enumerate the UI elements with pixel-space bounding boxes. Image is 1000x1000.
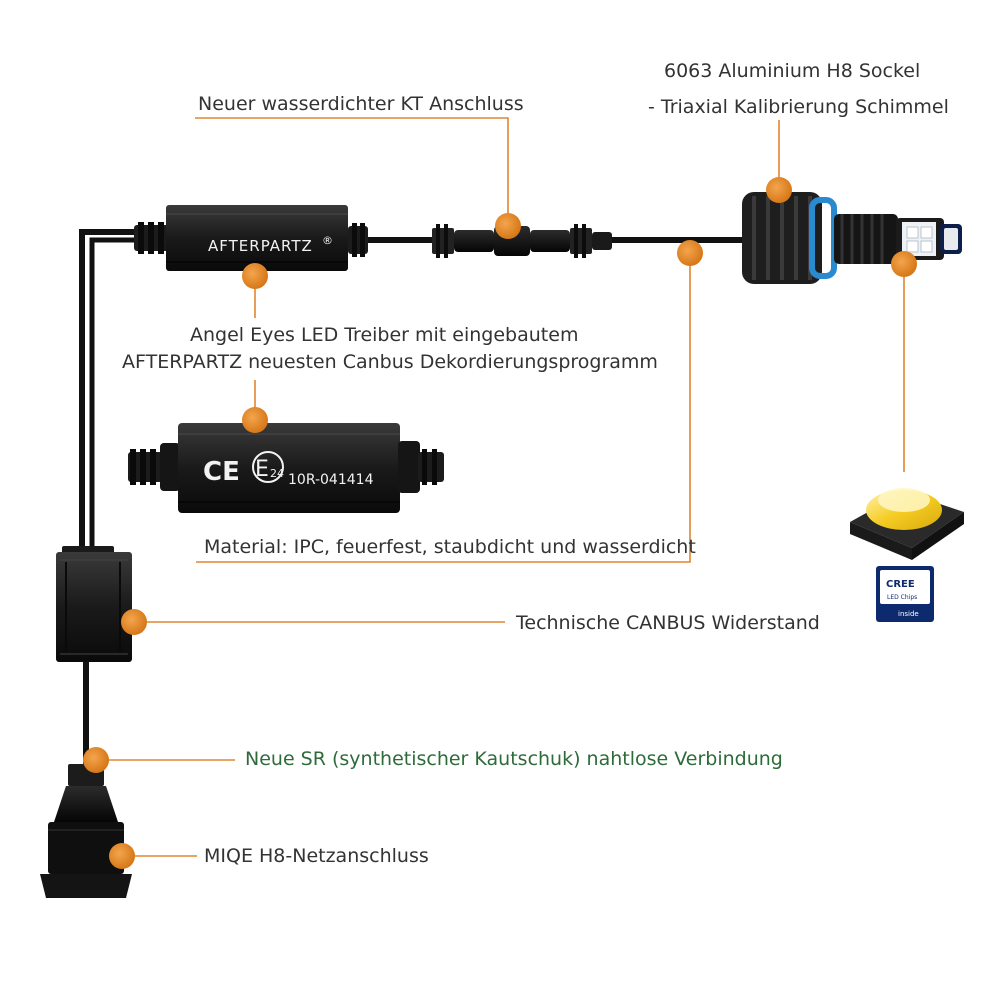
- approval-number: 10R-041414: [288, 472, 374, 488]
- callout-dot-rubber: [83, 747, 109, 773]
- label-socket-line1: 6063 Aluminium H8 Sockel: [664, 60, 921, 82]
- e-mark-number: 24: [270, 467, 284, 480]
- callout-dot-power: [109, 843, 135, 869]
- brand-label: AFTERPARTZ: [208, 237, 313, 255]
- label-resistor: Technische CANBUS Widerstand: [516, 612, 820, 634]
- label-material: Material: IPC, feuerfest, staubdicht und…: [204, 536, 696, 558]
- cree-logo-text: CREE: [886, 579, 915, 590]
- callout-dot-resistor: [121, 609, 147, 635]
- leader-lines: [96, 117, 905, 857]
- registered-mark: ®: [322, 234, 333, 247]
- cree-sub-text: LED Chips: [887, 594, 917, 601]
- label-socket-line2: - Triaxial Kalibrierung Schimmel: [648, 96, 949, 118]
- callout-dot-driver: [242, 263, 268, 289]
- led-chip: [850, 488, 964, 560]
- kt-connector: [432, 224, 612, 258]
- callout-dot-driver-middle: [242, 407, 268, 433]
- ce-mark: CE: [203, 457, 240, 487]
- cree-inside-text: inside: [898, 610, 919, 618]
- label-driver-line2: AFTERPARTZ neuesten Canbus Dekordierungs…: [122, 351, 658, 373]
- callout-dot-socket: [766, 177, 792, 203]
- callout-dot-connector: [495, 213, 521, 239]
- e-mark-letter: E: [255, 457, 269, 482]
- label-driver-line1: Angel Eyes LED Treiber mit eingebautem: [190, 324, 579, 346]
- cree-badge: CREE LED Chips inside: [876, 566, 934, 622]
- label-connector: Neuer wasserdichter KT Anschluss: [198, 93, 524, 115]
- callout-dot-material: [677, 240, 703, 266]
- h8-bulb: [742, 192, 962, 284]
- driver-box-top: AFTERPARTZ ®: [134, 205, 368, 271]
- h8-power-plug: [40, 764, 132, 898]
- driver-box-middle: CE E 24 10R-041414: [128, 423, 444, 513]
- label-power: MIQE H8-Netzanschluss: [204, 845, 429, 867]
- canbus-resistor: [56, 546, 132, 662]
- label-rubber: Neue SR (synthetischer Kautschuk) nahtlo…: [245, 748, 783, 770]
- callout-dot-chip: [891, 251, 917, 277]
- callout-dots: [83, 177, 917, 869]
